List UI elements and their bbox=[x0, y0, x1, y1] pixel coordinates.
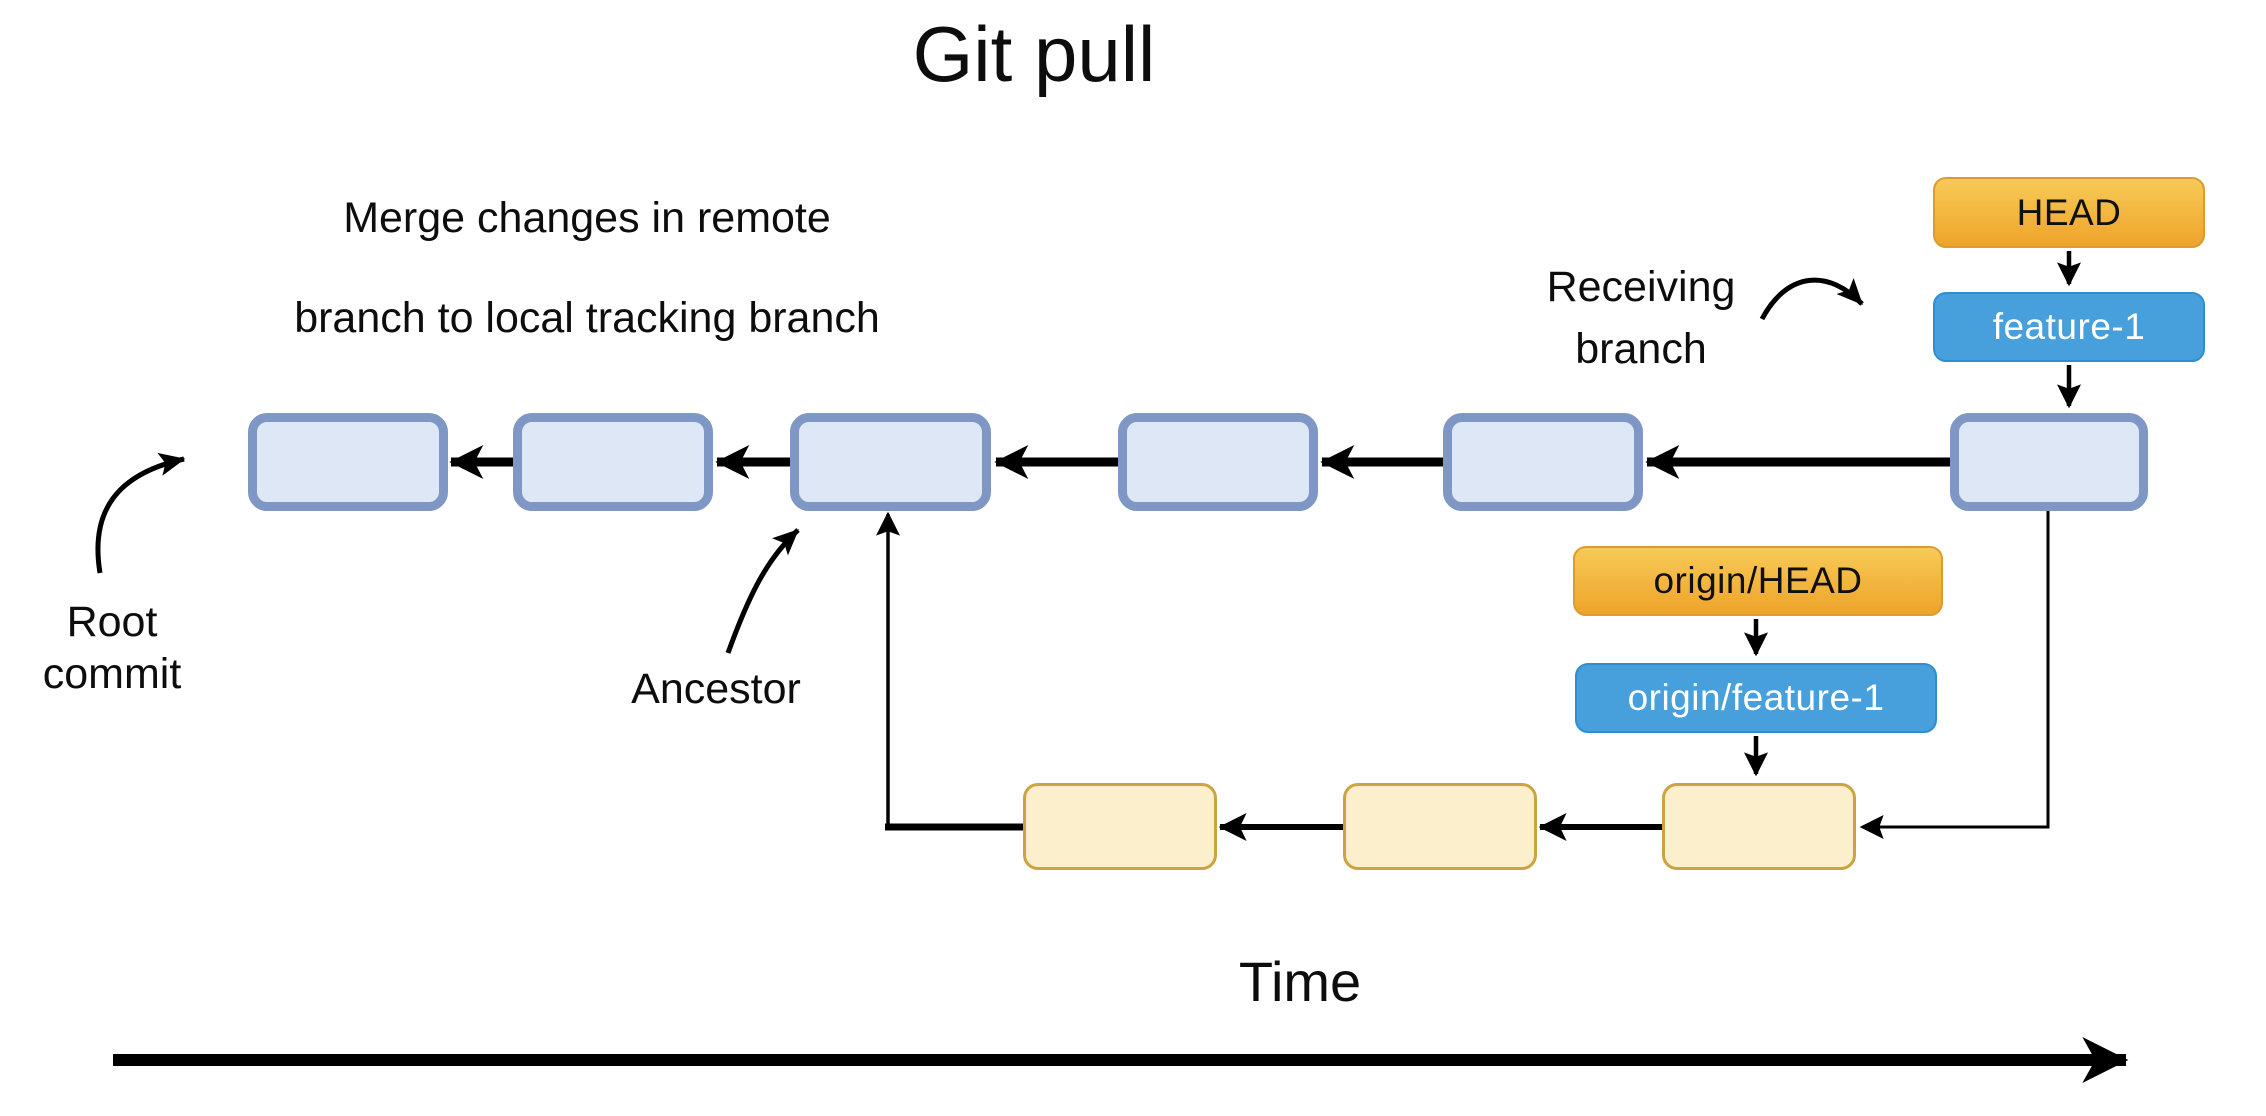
local-commit-6-merge bbox=[1950, 413, 2148, 511]
ancestor-note: Ancestor bbox=[631, 665, 801, 713]
merge-note-line2: branch to local tracking branch bbox=[294, 294, 880, 342]
origin-feature-ref-label: origin/feature-1 bbox=[1627, 677, 1885, 718]
origin-feature-ref-box: origin/feature-1 bbox=[1575, 663, 1937, 733]
receiving-branch-line2: branch bbox=[1575, 325, 1707, 373]
local-commit-3-ancestor bbox=[790, 413, 991, 511]
feature-branch-ref-box: feature-1 bbox=[1933, 292, 2205, 362]
receiving-branch-line1: Receiving bbox=[1546, 263, 1736, 311]
local-commit-5 bbox=[1443, 413, 1643, 511]
local-commit-2 bbox=[513, 413, 713, 511]
merge-note: Merge changes in remote branch to local … bbox=[294, 168, 880, 368]
remote-commit-3-tip bbox=[1662, 783, 1856, 870]
root-commit-line2: commit bbox=[42, 650, 182, 698]
ancestor-callout-arrow bbox=[725, 528, 800, 654]
origin-head-ref-label: origin/HEAD bbox=[1653, 560, 1863, 601]
head-ref-box: HEAD bbox=[1933, 177, 2205, 248]
remote-commit-1 bbox=[1023, 783, 1217, 870]
receiving-branch-callout-arrow bbox=[1759, 277, 1864, 321]
local-commit-4 bbox=[1118, 413, 1318, 511]
merge-note-line1: Merge changes in remote bbox=[343, 194, 831, 242]
root-commit-line1: Root bbox=[66, 598, 158, 646]
remote-commit-2 bbox=[1343, 783, 1537, 870]
root-commit-note: Root commit bbox=[43, 596, 182, 700]
feature-branch-ref-label: feature-1 bbox=[1992, 306, 2146, 347]
origin-head-ref-box: origin/HEAD bbox=[1573, 546, 1943, 616]
local-commit-1-root bbox=[248, 413, 448, 511]
root-commit-callout-arrow bbox=[95, 452, 186, 574]
head-ref-label: HEAD bbox=[2016, 191, 2122, 233]
time-axis-label: Time bbox=[1238, 950, 1362, 1013]
receiving-branch-note: Receiving branch bbox=[1547, 256, 1736, 380]
page-title: Git pull bbox=[912, 10, 1156, 98]
